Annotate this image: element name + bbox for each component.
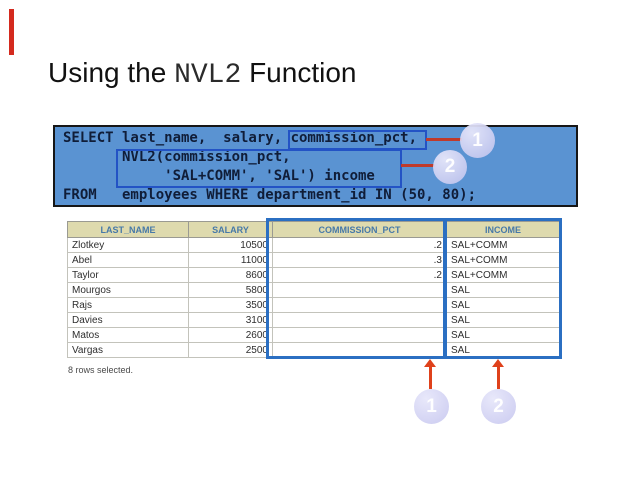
arrow-shaft <box>497 365 500 389</box>
cell-last-name: Vargas <box>67 342 189 358</box>
column-highlight-commission-pct <box>266 218 446 359</box>
cell-last-name: Abel <box>67 252 189 268</box>
cell-salary: 11000 <box>188 252 273 268</box>
cell-last-name: Zlotkey <box>67 237 189 253</box>
callout-circle-1-bottom: 1 <box>414 389 449 424</box>
sql-code-line: 'SAL+COMM', 'SAL') income <box>63 168 375 184</box>
rows-selected-footer: 8 rows selected. <box>68 365 134 375</box>
highlight-box-commission-pct <box>288 130 427 150</box>
table-row: Matos 2600 SAL <box>67 327 560 343</box>
callout-circle-2-bottom: 2 <box>481 389 516 424</box>
column-header-income: INCOME <box>446 221 560 238</box>
table-row: Mourgos 5800 SAL <box>67 282 560 298</box>
callout-circle-1-top: 1 <box>460 123 495 158</box>
cell-last-name: Mourgos <box>67 282 189 298</box>
cell-salary: 3500 <box>188 297 273 313</box>
title-nvl2-code: NVL2 <box>174 60 242 91</box>
callout-label: 1 <box>426 395 437 417</box>
table-row: Taylor 8600 .2 SAL+COMM <box>67 267 560 283</box>
callout-connector-line-1 <box>426 138 462 141</box>
table-row: Rajs 3500 SAL <box>67 297 560 313</box>
callout-label: 2 <box>493 395 504 417</box>
table-header-row: LAST_NAME SALARY COMMISSION_PCT INCOME <box>67 221 560 238</box>
red-accent-bar <box>9 9 14 55</box>
callout-label: 1 <box>472 129 483 151</box>
arrow-up-icon <box>492 359 504 367</box>
cell-salary: 8600 <box>188 267 273 283</box>
callout-circle-2-top: 2 <box>433 150 467 184</box>
callout-connector-line-2 <box>401 164 435 167</box>
arrow-up-icon <box>424 359 436 367</box>
cell-salary: 3100 <box>188 312 273 328</box>
title-suffix: Function <box>241 57 357 88</box>
cell-salary: 2600 <box>188 327 273 343</box>
title-prefix: Using the <box>48 57 175 88</box>
table-row: Davies 3100 SAL <box>67 312 560 328</box>
cell-last-name: Rajs <box>67 297 189 313</box>
sql-code-line: FROM employees WHERE department_id IN (5… <box>63 187 477 203</box>
page-title: Using the NVL2 Function <box>48 57 356 91</box>
column-highlight-income <box>444 218 562 359</box>
cell-last-name: Matos <box>67 327 189 343</box>
query-results-table: LAST_NAME SALARY COMMISSION_PCT INCOME Z… <box>67 221 560 358</box>
callout-label: 2 <box>444 156 456 177</box>
cell-salary: 5800 <box>188 282 273 298</box>
cell-last-name: Taylor <box>67 267 189 283</box>
column-header-commission-pct: COMMISSION_PCT <box>272 221 447 238</box>
cell-salary: 10500 <box>188 237 273 253</box>
cell-last-name: Davies <box>67 312 189 328</box>
column-header-last-name: LAST_NAME <box>67 221 189 238</box>
column-header-salary: SALARY <box>188 221 273 238</box>
arrow-shaft <box>429 365 432 389</box>
sql-code-line: NVL2(commission_pct, <box>63 149 291 165</box>
cell-salary: 2500 <box>188 342 273 358</box>
sql-code-line: SELECT last_name, salary, commission_pct… <box>63 130 418 146</box>
highlight-box-nvl2-expression <box>116 149 402 188</box>
